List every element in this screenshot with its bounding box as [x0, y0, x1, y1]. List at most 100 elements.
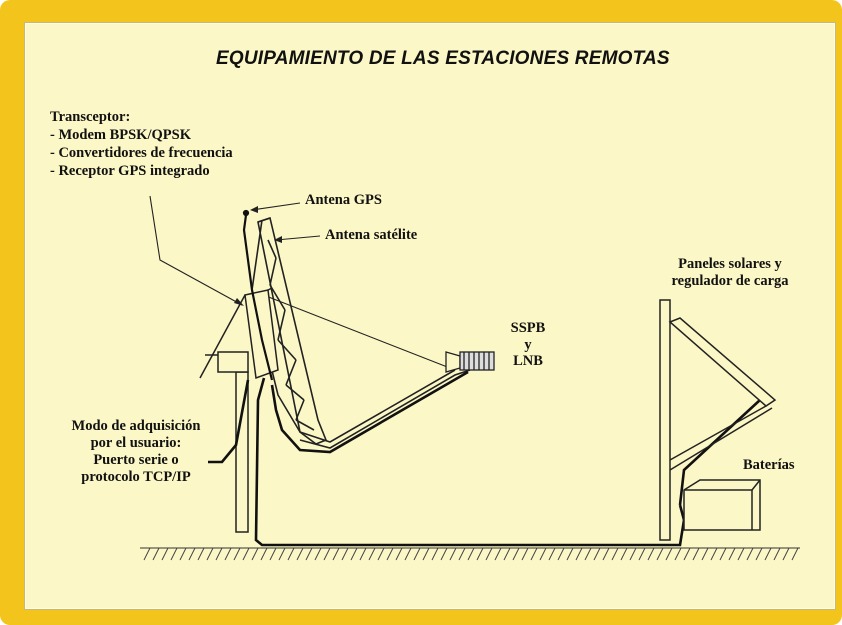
- ground-hatch-mark: [755, 547, 763, 561]
- modo-label: Puerto serie o: [93, 452, 179, 468]
- regulador-label: regulador de carga: [671, 273, 789, 289]
- ground-hatch-mark: [485, 547, 493, 561]
- ground-hatch-mark: [161, 547, 169, 561]
- ground-hatch-mark: [692, 547, 700, 561]
- ground-hatch-mark: [584, 547, 592, 561]
- ground-hatch-mark: [737, 547, 745, 561]
- ground-hatch-mark: [710, 547, 718, 561]
- lnb-label: LNB: [513, 353, 543, 369]
- ground-hatch-mark: [638, 547, 646, 561]
- ground-hatch-mark: [413, 547, 421, 561]
- ground-hatch-mark: [197, 547, 205, 561]
- transceptor-item: - Convertidores de frecuencia: [50, 145, 233, 161]
- ground-hatch-mark: [440, 547, 448, 561]
- ground-hatch-mark: [548, 547, 556, 561]
- ground-hatch-mark: [305, 547, 313, 561]
- ground-hatch-mark: [152, 547, 160, 561]
- ground-hatch: [143, 547, 799, 561]
- ground-hatch-mark: [557, 547, 565, 561]
- antena-gps-label: Antena GPS: [305, 192, 382, 208]
- ground-hatch-mark: [665, 547, 673, 561]
- ground-hatch-mark: [530, 547, 538, 561]
- ground-hatch-mark: [494, 547, 502, 561]
- ground-hatch-mark: [746, 547, 754, 561]
- paneles-label: Paneles solares y: [678, 256, 782, 272]
- ground-hatch-mark: [674, 547, 682, 561]
- baterias-label: Baterías: [743, 457, 795, 473]
- sspb-label: SSPB: [510, 320, 546, 336]
- ground-hatch-mark: [242, 547, 250, 561]
- ground-hatch-mark: [647, 547, 655, 561]
- ground-hatch-mark: [395, 547, 403, 561]
- ground-hatch-mark: [566, 547, 574, 561]
- ground-hatch-mark: [620, 547, 628, 561]
- satellite-dish: [251, 216, 471, 449]
- ground-hatch-mark: [764, 547, 772, 561]
- transceptor-item: - Modem BPSK/QPSK: [50, 127, 191, 143]
- battery-box: [683, 479, 761, 531]
- ground-hatch-mark: [350, 547, 358, 561]
- ground-hatch-mark: [683, 547, 691, 561]
- ground-hatch-mark: [269, 547, 277, 561]
- antena-satelite-label: Antena satélite: [325, 227, 418, 243]
- ground-hatch-mark: [314, 547, 322, 561]
- ground-hatch-mark: [521, 547, 529, 561]
- ground-hatch-mark: [773, 547, 781, 561]
- ground-hatch-mark: [575, 547, 583, 561]
- ground-hatch-mark: [341, 547, 349, 561]
- ground-hatch-mark: [593, 547, 601, 561]
- ground-hatch-mark: [206, 547, 214, 561]
- ground-hatch-mark: [260, 547, 268, 561]
- ground-hatch-mark: [611, 547, 619, 561]
- ground-hatch-mark: [656, 547, 664, 561]
- ground-hatch-mark: [386, 547, 394, 561]
- ground-hatch-mark: [332, 547, 340, 561]
- ground-hatch-mark: [143, 547, 151, 561]
- transceptor-item: - Receptor GPS integrado: [50, 163, 210, 179]
- ground-hatch-mark: [431, 547, 439, 561]
- ground-hatch-mark: [719, 547, 727, 561]
- ground-hatch-mark: [278, 547, 286, 561]
- ground-hatch-mark: [296, 547, 304, 561]
- ground-hatch-mark: [782, 547, 790, 561]
- ground-hatch-mark: [287, 547, 295, 561]
- ground-hatch-mark: [215, 547, 223, 561]
- ground-hatch-mark: [251, 547, 259, 561]
- y-label: y: [524, 337, 532, 353]
- ground-hatch-mark: [701, 547, 709, 561]
- ground-hatch-mark: [512, 547, 520, 561]
- ground-hatch-mark: [224, 547, 232, 561]
- ground-hatch-mark: [602, 547, 610, 561]
- diagram-title: EQUIPAMIENTO DE LAS ESTACIONES REMOTAS: [216, 48, 670, 69]
- ground-hatch-mark: [377, 547, 385, 561]
- ground-hatch-mark: [629, 547, 637, 561]
- ground-hatch-mark: [359, 547, 367, 561]
- ground-hatch-mark: [503, 547, 511, 561]
- antenna-mast: [199, 294, 249, 533]
- ground-hatch-mark: [539, 547, 547, 561]
- ground-hatch-mark: [233, 547, 241, 561]
- ground-hatch-mark: [368, 547, 376, 561]
- ground-hatch-mark: [467, 547, 475, 561]
- ground-hatch-mark: [323, 547, 331, 561]
- ground-hatch-mark: [791, 547, 799, 561]
- ground-hatch-mark: [170, 547, 178, 561]
- ground-hatch-mark: [476, 547, 484, 561]
- transceptor-label: Transceptor:: [50, 109, 131, 125]
- ground-hatch-mark: [728, 547, 736, 561]
- ground-hatch-mark: [422, 547, 430, 561]
- leader-arrowheads: [234, 206, 282, 306]
- ground-hatch-mark: [458, 547, 466, 561]
- modo-label: por el usuario:: [90, 435, 182, 451]
- ground-hatch-mark: [188, 547, 196, 561]
- ground-hatch-mark: [404, 547, 412, 561]
- modo-label: Modo de adquisición: [71, 418, 201, 434]
- ground-hatch-mark: [449, 547, 457, 561]
- sspb-lnb-unit: [445, 351, 495, 373]
- ground-hatch-mark: [179, 547, 187, 561]
- modo-label: protocolo TCP/IP: [81, 469, 191, 485]
- leader-lines: [149, 195, 321, 306]
- solar-panel-structure: [659, 299, 777, 541]
- gps-antenna: [242, 209, 274, 381]
